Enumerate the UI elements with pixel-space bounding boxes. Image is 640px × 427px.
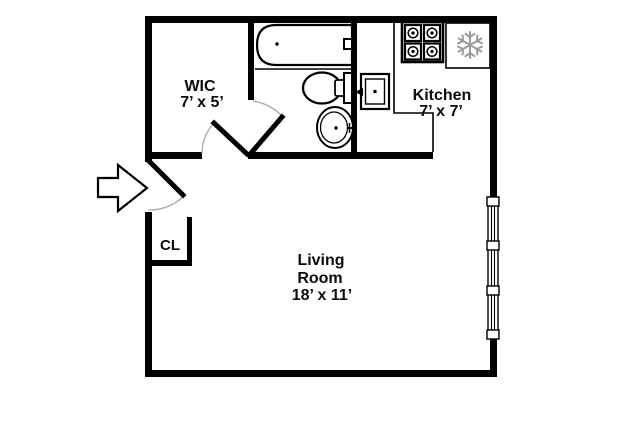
toilet-tank: [343, 72, 353, 104]
burner-dot: [411, 49, 415, 54]
closet-label: CL: [160, 237, 180, 254]
entry-door-leaf: [145, 157, 187, 199]
window-mullion: [486, 329, 500, 340]
wic-door-leaf: [210, 119, 251, 158]
living-room-label-line2: Room: [297, 270, 342, 287]
kitchen-sink: [354, 72, 391, 111]
room-labels: WIC 7’ x 5’ Kitchen 7’ x 7’ Living Room …: [160, 78, 471, 304]
bathroom-door-leaf: [248, 113, 286, 156]
window-mullion: [486, 285, 500, 296]
kitchen-dimensions: 7’ x 7’: [419, 103, 463, 120]
stove-4-burner: [400, 20, 445, 64]
bathtub-drain: [275, 42, 279, 46]
living-room-dimensions: 18’ x 11’: [292, 287, 353, 304]
bathtub-faucet: [343, 38, 353, 50]
wall-wic-bathroom-divider: [248, 23, 254, 100]
entry-arrow-icon: [96, 162, 149, 214]
refrigerator: [445, 22, 491, 69]
wall-outer-left-lower: [145, 212, 152, 377]
snowflake-icon: [457, 31, 483, 59]
bathroom-fixtures: [255, 23, 357, 149]
window-mullion: [486, 240, 500, 251]
kitchen-sink-drain: [373, 89, 377, 94]
bathtub: [255, 23, 354, 67]
pedestal-sink-drain: [334, 126, 338, 130]
window-mullion: [486, 196, 500, 207]
wall-outer-right-lower: [490, 338, 497, 377]
wall-outer-bottom: [145, 370, 497, 377]
window-frame: [487, 196, 499, 339]
wall-outer-top: [145, 16, 497, 23]
wall-wic-bottom: [145, 152, 202, 159]
wall-outer-right-upper: [490, 16, 497, 197]
counter-edge: [393, 23, 434, 152]
wic-label: WIC: [184, 78, 216, 95]
wall-outer-left-upper: [145, 16, 152, 162]
wall-bath-kitchen-bottom: [248, 152, 433, 159]
kitchen-fixtures: [354, 20, 491, 152]
entry-door-arc: [147, 195, 185, 211]
door-leaves: [145, 113, 286, 199]
burner-dot: [430, 49, 434, 54]
wall-closet-bottom: [145, 260, 192, 266]
pedestal-sink-basin: [319, 111, 349, 144]
wall-closet-right: [187, 217, 192, 266]
living-room-label-line1: Living: [297, 252, 344, 269]
kitchen-label: Kitchen: [413, 87, 472, 104]
triple-window: [486, 196, 500, 340]
burner-dot: [411, 31, 415, 35]
kitchen-sink-faucet-arrow: [355, 88, 363, 96]
wic-dimensions: 7’ x 5’: [180, 94, 224, 111]
burner-dot: [430, 31, 434, 35]
